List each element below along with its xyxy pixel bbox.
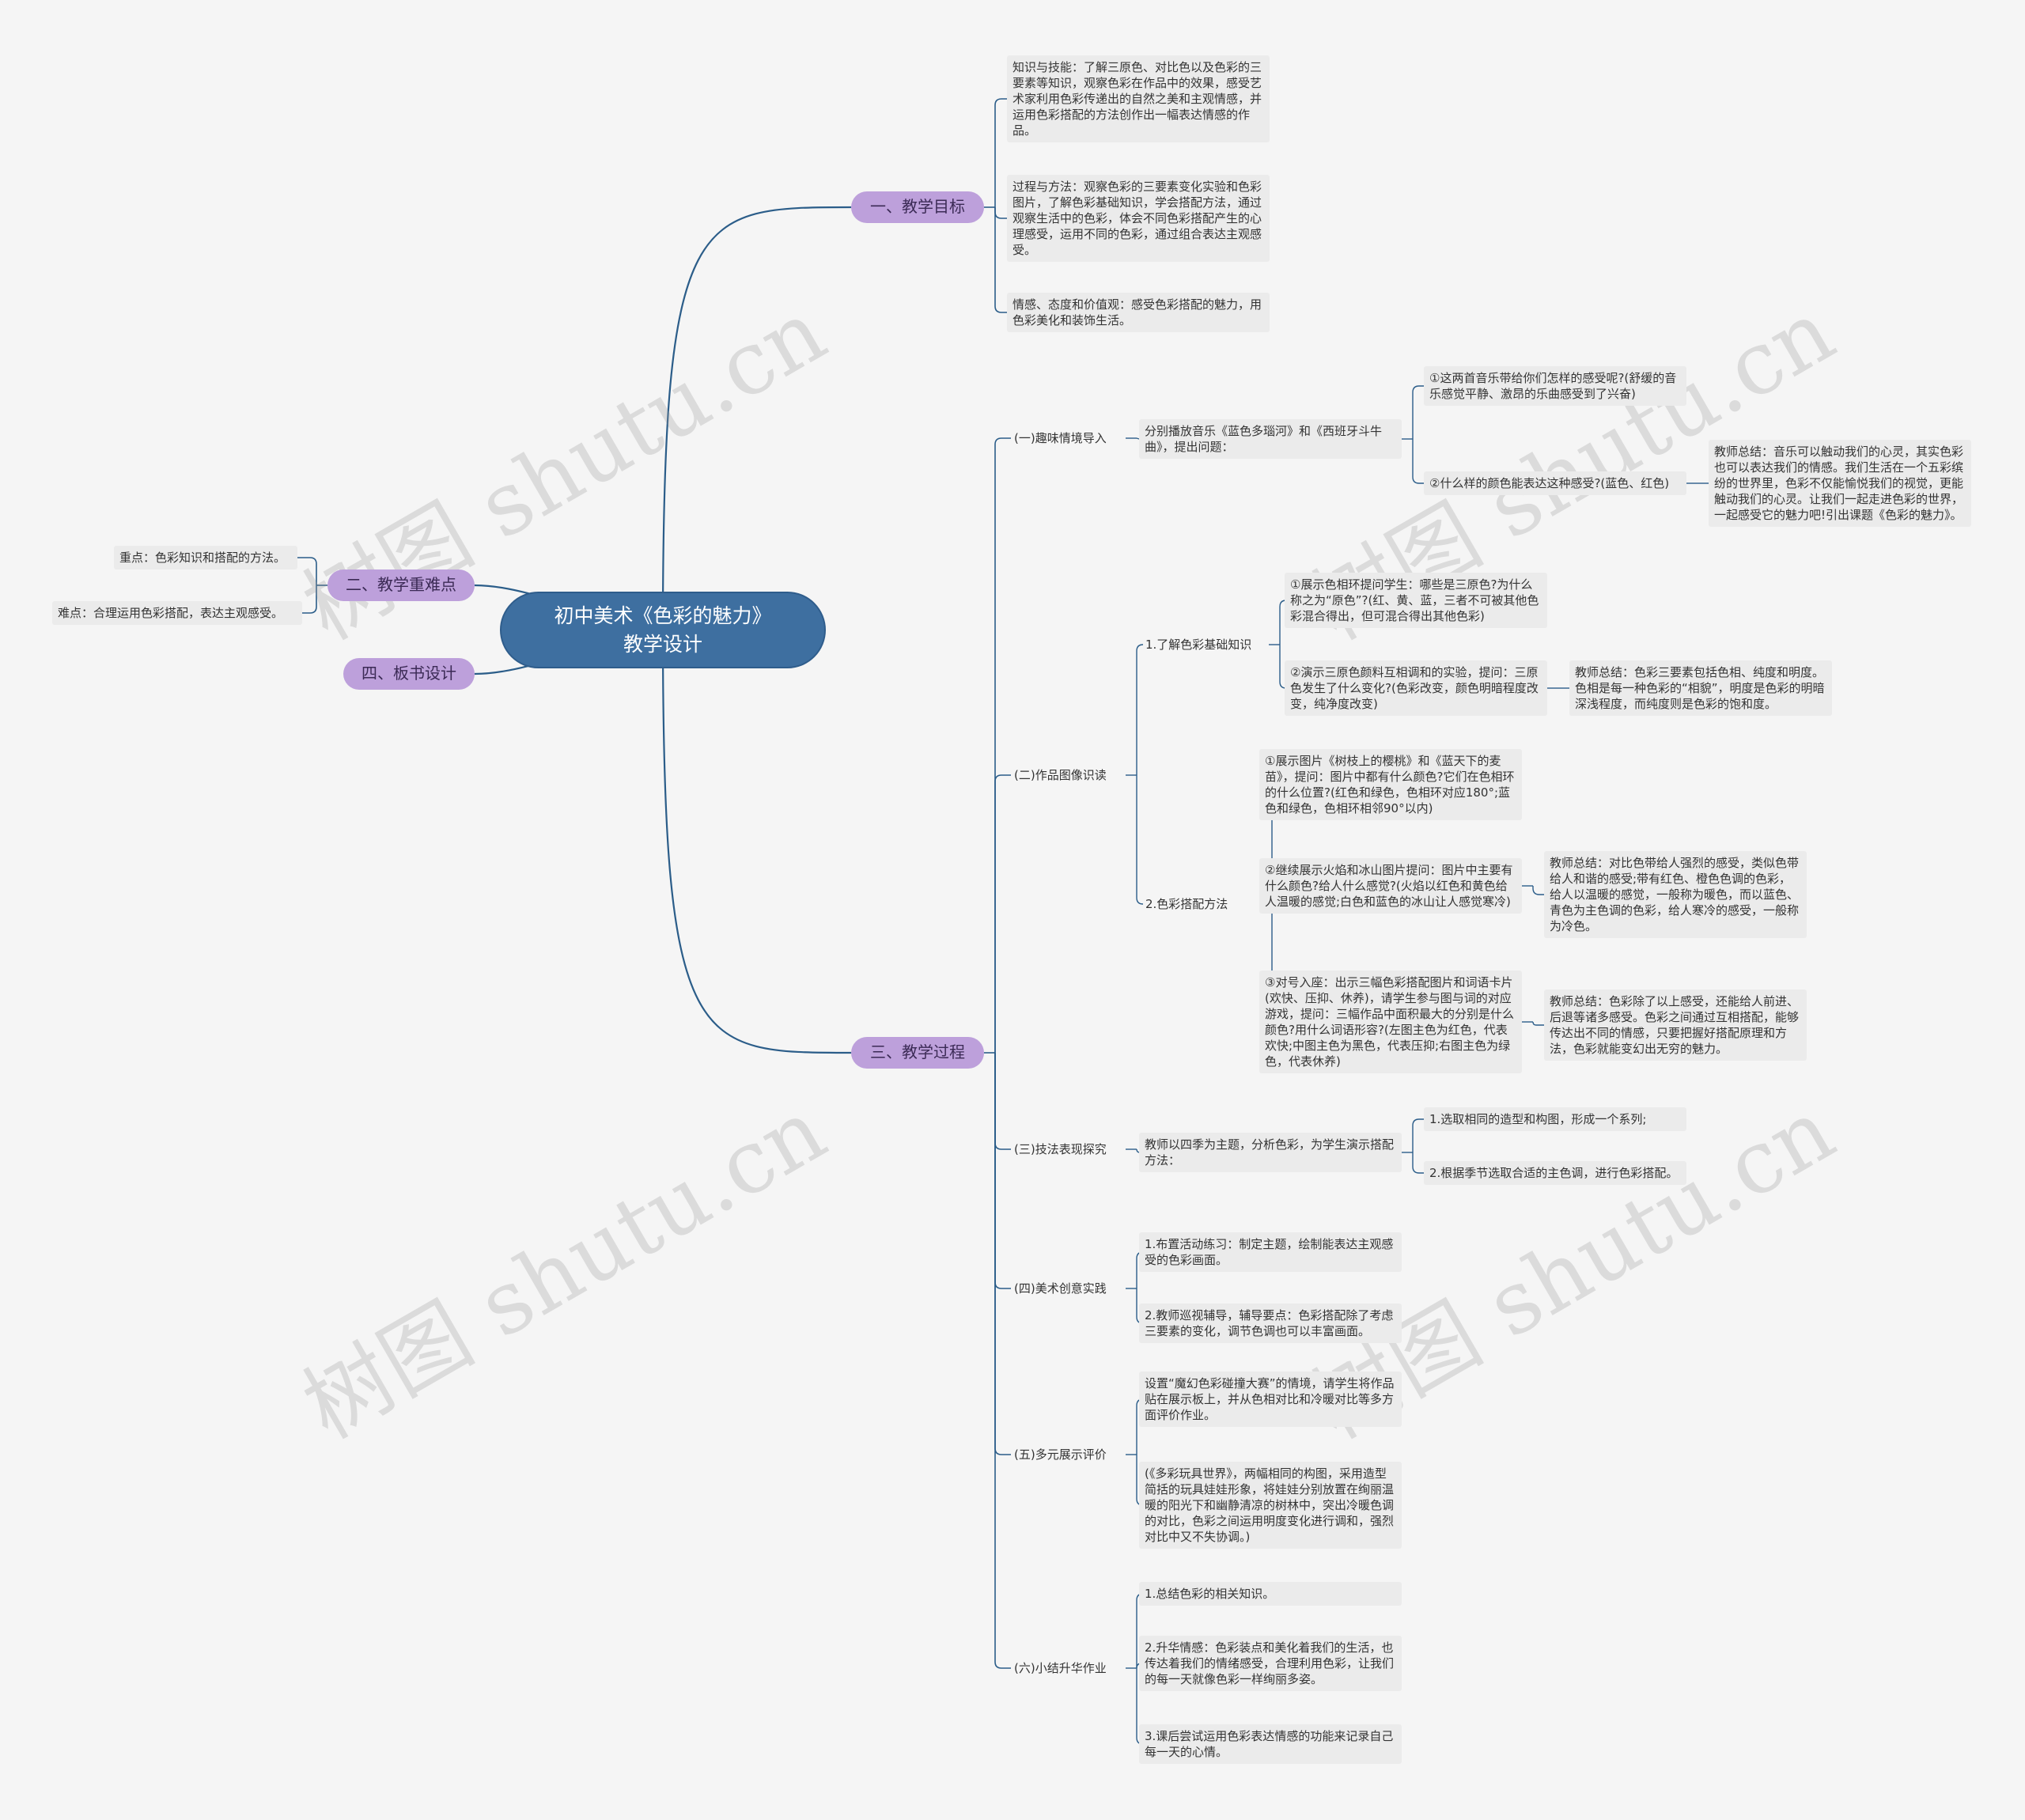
section-technique[interactable]: (三)技法表现探究 bbox=[1014, 1142, 1107, 1156]
s2-k2-summary-3: 教师总结：色彩除了以上感受，还能给人前进、后退等诸多感受。色彩之间通过互相搭配，… bbox=[1544, 989, 1807, 1061]
s6-item-2: 2.升华情感：色彩装点和美化着我们的生活，也传达着我们的情绪感受，合理利用色彩，… bbox=[1139, 1636, 1402, 1691]
connector-line bbox=[994, 1053, 1011, 1150]
s1-question-1: ①这两首音乐带给你们怎样的感受呢?(舒缓的音乐感觉平静、激昂的乐曲感受到了兴奋) bbox=[1424, 366, 1686, 406]
s1-intro: 分别播放音乐《蓝色多瑙河》和《西班牙斗牛曲》，提出问题： bbox=[1139, 419, 1402, 459]
connector-line bbox=[994, 1053, 1011, 1289]
connector-line bbox=[1532, 886, 1544, 895]
connector-line bbox=[994, 98, 1007, 207]
connector-line bbox=[1412, 1118, 1424, 1152]
s2-color-matching[interactable]: 2.色彩搭配方法 bbox=[1145, 897, 1228, 911]
s5-item-2: (《多彩玩具世界》，两幅相同的构图，采用造型简括的玩具娃娃形象，将娃娃分别放置在… bbox=[1139, 1462, 1402, 1549]
connector-line bbox=[661, 630, 852, 1054]
branch-teaching-goals[interactable]: 一、教学目标 bbox=[851, 191, 984, 223]
branch-key-points[interactable]: 二、教学重难点 bbox=[327, 569, 475, 601]
s6-item-3: 3.课后尝试运用色彩表达情感的功能来记录自己每一天的心情。 bbox=[1139, 1724, 1402, 1764]
s4-item-1: 1.布置活动练习：制定主题，绘制能表达主观感受的色彩画面。 bbox=[1139, 1232, 1402, 1272]
connector-line bbox=[1532, 1021, 1544, 1026]
s2-basic-knowledge[interactable]: 1.了解色彩基础知识 bbox=[1145, 638, 1252, 652]
s2-k2-item-2: ②继续展示火焰和冰山图片提问：图片中主要有什么颜色?给人什么感觉?(火焰以红色和… bbox=[1259, 858, 1522, 914]
connector-line bbox=[1412, 385, 1424, 439]
connector-line bbox=[1412, 1152, 1424, 1174]
section-image-reading[interactable]: (二)作品图像识读 bbox=[1014, 768, 1107, 782]
connector-line bbox=[994, 1053, 1011, 1455]
difficult-point: 难点：合理运用色彩搭配，表达主观感受。 bbox=[52, 601, 302, 625]
connector-line bbox=[994, 437, 1011, 1053]
connector-line bbox=[994, 207, 1007, 313]
s3-item-1: 1.选取相同的造型和构图，形成一个系列; bbox=[1424, 1107, 1686, 1131]
section-evaluation[interactable]: (五)多元展示评价 bbox=[1014, 1447, 1107, 1462]
connector-line bbox=[994, 207, 1007, 219]
s3-intro: 教师以四季为主题，分析色彩，为学生演示搭配方法： bbox=[1139, 1133, 1402, 1172]
connector-line bbox=[994, 774, 1011, 1053]
connector-line bbox=[1136, 437, 1140, 440]
section-summary-homework[interactable]: (六)小结升华作业 bbox=[1014, 1661, 1107, 1675]
s2-k1-teacher-summary: 教师总结：色彩三要素包括色相、纯度和明度。色相是每一种色彩的“相貌”，明度是色彩… bbox=[1569, 660, 1832, 716]
s6-item-1: 1.总结色彩的相关知识。 bbox=[1139, 1582, 1402, 1606]
connector-line bbox=[302, 585, 317, 614]
goal-knowledge-skills: 知识与技能：了解三原色、对比色以及色彩的三要素等知识，观察色彩在作品中的效果，感… bbox=[1007, 55, 1270, 142]
goal-emotion-values: 情感、态度和价值观：感受色彩搭配的魅力，用色彩美化和装饰生活。 bbox=[1007, 293, 1270, 332]
s1-teacher-summary: 教师总结：音乐可以触动我们的心灵，其实色彩也可以表达我们的情感。我们生活在一个五… bbox=[1709, 440, 1971, 527]
s5-item-1: 设置“魔幻色彩碰撞大赛”的情境，请学生将作品贴在展示板上，并从色相对比和冷暖对比… bbox=[1139, 1372, 1402, 1427]
connector-line bbox=[661, 206, 852, 630]
branch-board-design[interactable]: 四、板书设计 bbox=[343, 658, 475, 690]
s2-k1-item-2: ②演示三原色颜料互相调和的实验，提问：三原色发生了什么变化?(色彩改变，颜色明暗… bbox=[1285, 660, 1547, 716]
s2-k1-item-1: ①展示色相环提问学生：哪些是三原色?为什么称之为“原色”?(红、黄、蓝，三者不可… bbox=[1285, 573, 1547, 628]
s2-k2-item-3: ③对号入座：出示三幅色彩搭配图片和词语卡片(欢快、压抑、休养)，请学生参与图与词… bbox=[1259, 971, 1522, 1073]
connector-line bbox=[1136, 644, 1144, 775]
connector-line bbox=[1136, 775, 1144, 905]
s2-k2-item-1: ①展示图片《树枝上的樱桃》和《蓝天下的麦苗》，提问：图片中都有什么颜色?它们在色… bbox=[1259, 749, 1522, 820]
root-topic[interactable]: 初中美术《色彩的魅力》 教学设计 bbox=[500, 592, 826, 668]
connector-line bbox=[297, 557, 317, 585]
goal-process-method: 过程与方法：观察色彩的三要素变化实验和色彩图片，了解色彩基础知识，学会搭配方法，… bbox=[1007, 175, 1270, 262]
branch-teaching-process[interactable]: 三、教学过程 bbox=[851, 1037, 984, 1069]
key-point: 重点：色彩知识和搭配的方法。 bbox=[114, 546, 297, 569]
section-creative-practice[interactable]: (四)美术创意实践 bbox=[1014, 1281, 1107, 1296]
section-interest-intro[interactable]: (一)趣味情境导入 bbox=[1014, 431, 1107, 445]
connector-line bbox=[1412, 439, 1424, 484]
s3-item-2: 2.根据季节选取合适的主色调，进行色彩搭配。 bbox=[1424, 1161, 1686, 1185]
s1-question-2: ②什么样的颜色能表达这种感受?(蓝色、红色) bbox=[1424, 471, 1686, 495]
s2-k2-summary-2: 教师总结：对比色带给人强烈的感受，类似色带给人和谐的感受;带有红色、橙色色调的色… bbox=[1544, 851, 1807, 938]
connector-line bbox=[994, 1053, 1011, 1669]
s4-item-2: 2.教师巡视辅导，辅导要点：色彩搭配除了考虑三要素的变化，调节色调也可以丰富画面… bbox=[1139, 1304, 1402, 1343]
